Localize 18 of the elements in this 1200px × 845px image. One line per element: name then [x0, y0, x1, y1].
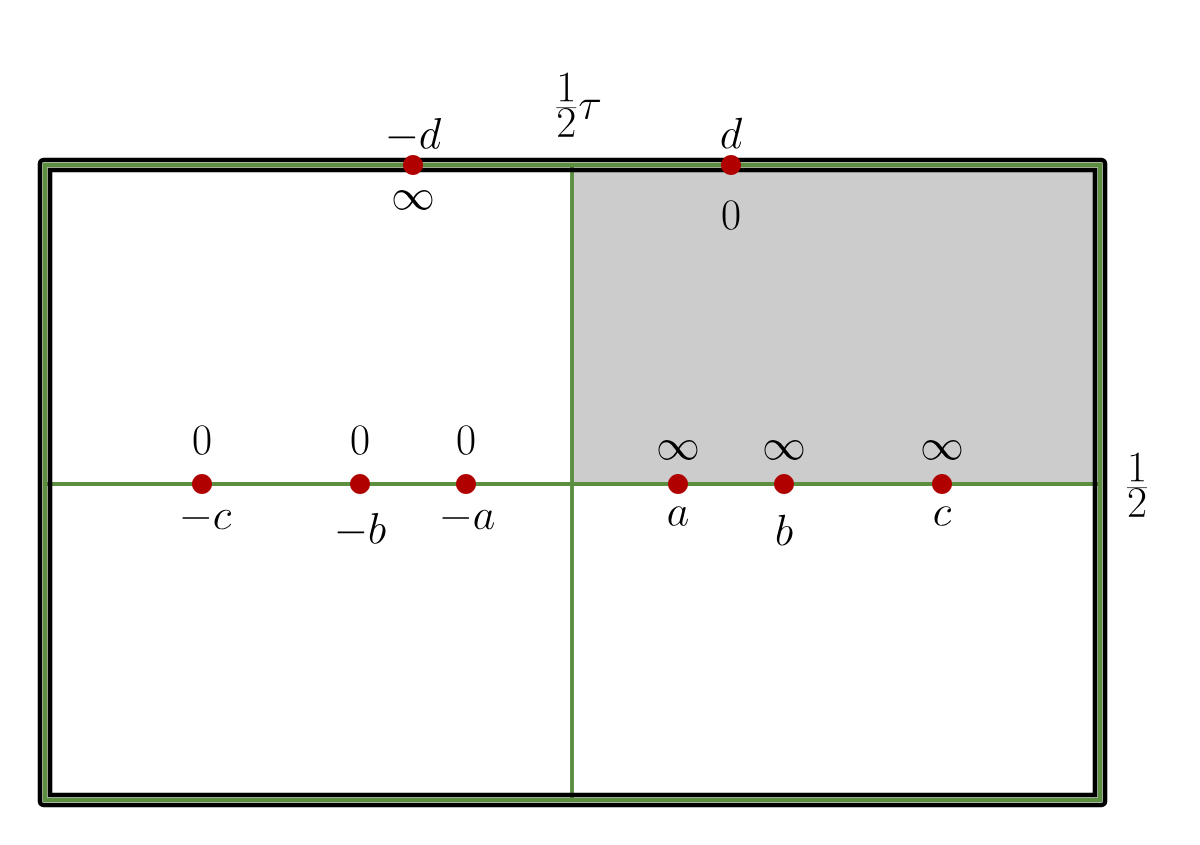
math-label: $\infty$	[764, 440, 804, 460]
math-label: $0$	[722, 200, 740, 230]
math-label: $a$	[668, 506, 688, 526]
math-label: $-c$	[182, 509, 232, 530]
math-label: $\frac{1}{2}\tau$	[556, 72, 601, 137]
math-label: $\infty$	[658, 440, 698, 460]
math-label: $c$	[934, 506, 952, 526]
math-label: $d$	[721, 117, 742, 149]
math-label: $\infty$	[922, 440, 962, 460]
math-label: $\infty$	[393, 190, 433, 210]
math-label: $b$	[776, 514, 793, 546]
math-label: $-a$	[442, 509, 494, 530]
math-label: $0$	[351, 425, 369, 455]
math-label: $\frac{1}{2}$	[1127, 452, 1148, 517]
math-label: $0$	[457, 425, 475, 455]
math-label: $-b$	[337, 513, 386, 544]
math-label: $-d$	[388, 118, 441, 149]
math-label: $0$	[193, 425, 211, 455]
